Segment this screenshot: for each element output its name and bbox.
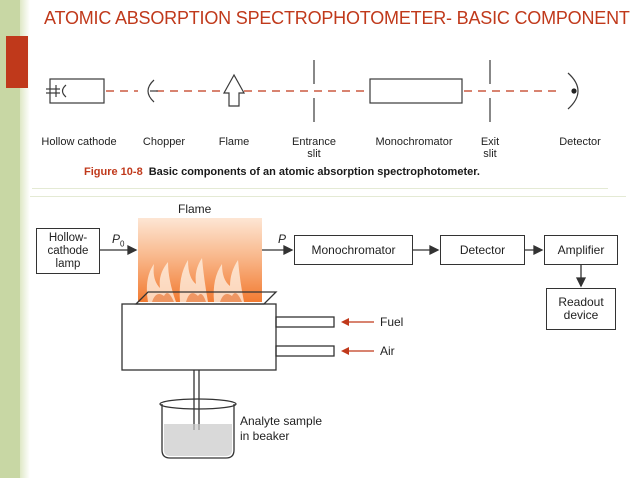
side-decor-band <box>0 0 30 478</box>
label-flame: Flame <box>218 136 250 148</box>
label-exit-slit: Exit slit <box>480 136 500 160</box>
fuel-label: Fuel <box>380 315 404 329</box>
hollow-cathode-lamp-box: Hollow- cathode lamp <box>36 228 100 274</box>
transmitted-power-label: P <box>278 232 287 246</box>
side-accent-tab <box>6 36 28 88</box>
label-monochromator: Monochromator <box>375 136 453 148</box>
detector-box: Detector <box>440 235 525 265</box>
analyte-sample-label: Analyte sample in beaker <box>240 414 323 443</box>
air-arrow-head <box>341 347 349 355</box>
cathode-cup <box>61 84 67 98</box>
amplifier-box: Amplifier <box>544 235 618 265</box>
figure-number: Figure 10-8 <box>84 166 143 178</box>
flame-symbol <box>222 73 246 107</box>
burner-head <box>134 291 278 305</box>
detector-symbol <box>567 72 579 110</box>
basic-components-diagram <box>46 60 579 122</box>
air-label: Air <box>380 344 395 358</box>
incident-power-label: P0 <box>112 232 125 249</box>
chopper-shape <box>147 79 155 103</box>
slide-title: ATOMIC ABSORPTION SPECTROPHOTOMETER- BAS… <box>44 8 630 28</box>
monochromator-box: Monochromator <box>294 235 413 265</box>
figure-10-8-panel: Hollow cathode Chopper Flame Entrance sl… <box>32 42 608 189</box>
detector-dot <box>571 88 577 94</box>
figure-caption-text: Basic components of an atomic absorption… <box>148 166 480 178</box>
label-chopper: Chopper <box>142 136 186 148</box>
monochromator-symbol <box>369 78 463 104</box>
label-detector: Detector <box>559 136 601 148</box>
fuel-inlet-tube <box>275 316 335 328</box>
liquid-sample <box>164 424 232 456</box>
readout-device-box: Readout device <box>546 288 616 330</box>
fuel-arrow-head <box>341 318 349 326</box>
hollow-cathode-lamp-body <box>49 78 105 104</box>
flame-label: Flame <box>178 202 212 216</box>
label-entrance-slit: Entrance slit <box>291 136 337 160</box>
figure-caption: Figure 10-8 Basic components of an atomic… <box>84 166 480 178</box>
label-hollow-cathode: Hollow cathode <box>41 136 117 148</box>
beaker-outline <box>161 404 235 459</box>
air-inlet-tube <box>275 345 335 357</box>
nebulizer-chamber <box>121 303 277 371</box>
